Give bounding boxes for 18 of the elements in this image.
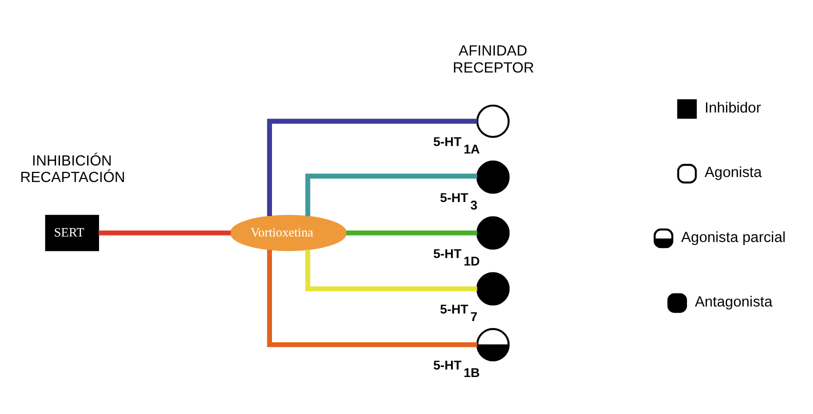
- connector: [267, 250, 478, 348]
- node-circle: [476, 272, 510, 306]
- node-circle: [476, 216, 510, 250]
- connector: [346, 230, 478, 236]
- node-box: SERT: [45, 214, 100, 252]
- connector: [98, 230, 231, 236]
- label: INHIBICIÓN RECAPTACIÓN: [20, 153, 126, 186]
- legend-label: Inhibidor: [704, 100, 761, 116]
- label: AFINIDAD RECEPTOR: [452, 44, 534, 76]
- connector: [305, 174, 478, 216]
- connector: [305, 250, 478, 292]
- connector: [267, 118, 478, 216]
- node-circle: [476, 104, 510, 138]
- node-circle: [476, 160, 510, 194]
- legend-label: Antagonista: [694, 294, 772, 310]
- legend-label: Agonista: [704, 165, 762, 182]
- legend-label: Agonista parcial: [681, 230, 786, 246]
- node-ellipse: Vortioxetina: [230, 214, 347, 252]
